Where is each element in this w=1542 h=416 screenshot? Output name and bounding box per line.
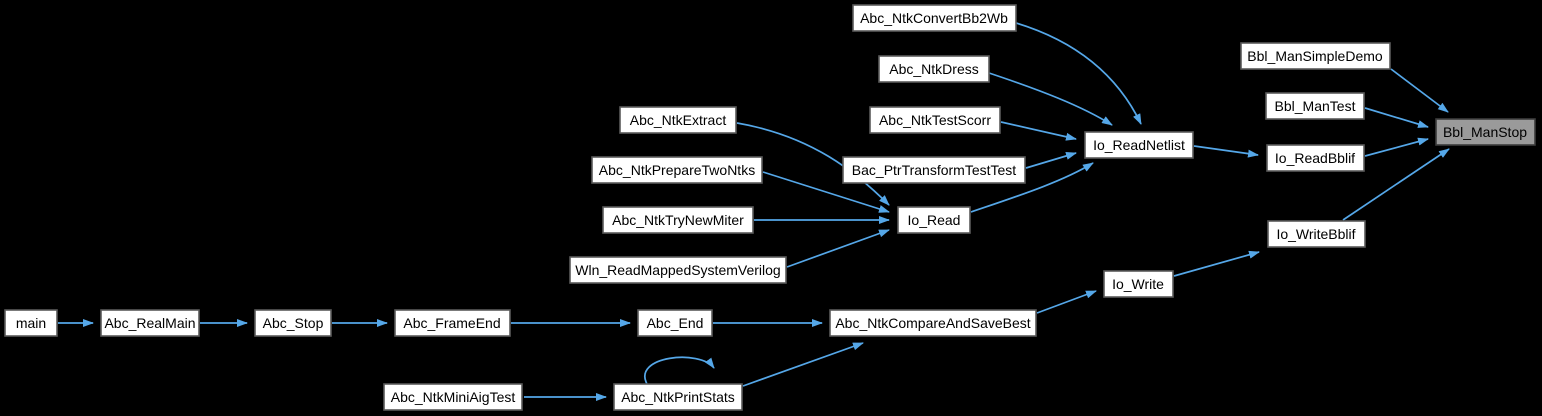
svg-text:Abc_FrameEnd: Abc_FrameEnd — [403, 315, 500, 331]
edge-wln-readmappedsystemverilog-to-io-read — [786, 229, 890, 268]
svg-text:Abc_NtkCompareAndSaveBest: Abc_NtkCompareAndSaveBest — [835, 315, 1030, 331]
edge-io-write-to-io-writebblif — [1173, 250, 1260, 277]
edge-io-readnetlist-to-io-readbblif — [1193, 145, 1259, 158]
edge-abc-ntkdress-to-io-readnetlist — [988, 72, 1113, 126]
svg-text:Io_Read: Io_Read — [908, 212, 961, 228]
svg-text:Io_WriteBblif: Io_WriteBblif — [1276, 226, 1355, 242]
edge-io-writebblif-to-bbl-manstop — [1342, 148, 1450, 221]
svg-text:main: main — [16, 315, 46, 331]
edges — [58, 22, 1450, 401]
edge-abc-ntkprintstats-to-abc-ntkcompareandsavebest — [742, 342, 864, 387]
svg-text:Abc_NtkConvertBb2Wb: Abc_NtkConvertBb2Wb — [860, 10, 1008, 26]
svg-text:Abc_NtkTestScorr: Abc_NtkTestScorr — [879, 112, 991, 128]
node-bbl-mantest[interactable]: Bbl_ManTest — [1265, 92, 1365, 120]
node-io-readnetlist[interactable]: Io_ReadNetlist — [1084, 131, 1194, 159]
svg-text:Abc_NtkExtract: Abc_NtkExtract — [630, 112, 727, 128]
node-io-read[interactable]: Io_Read — [897, 206, 971, 234]
svg-text:Bbl_ManTest: Bbl_ManTest — [1275, 98, 1356, 114]
edge-bbl-mantest-to-bbl-manstop — [1364, 107, 1429, 128]
node-io-readbblif[interactable]: Io_ReadBblif — [1266, 144, 1365, 172]
svg-text:Io_ReadBblif: Io_ReadBblif — [1275, 150, 1355, 166]
svg-text:Abc_NtkTryNewMiter: Abc_NtkTryNewMiter — [612, 212, 744, 228]
node-abc-ntkconvertbb2wb[interactable]: Abc_NtkConvertBb2Wb — [852, 4, 1017, 32]
edge-io-readbblif-to-bbl-manstop — [1364, 137, 1429, 157]
svg-text:Abc_NtkMiniAigTest: Abc_NtkMiniAigTest — [391, 389, 516, 405]
svg-text:Abc_NtkDress: Abc_NtkDress — [889, 61, 978, 77]
svg-text:Abc_End: Abc_End — [647, 315, 704, 331]
svg-text:Io_ReadNetlist: Io_ReadNetlist — [1093, 137, 1185, 153]
node-bbl-manstop[interactable]: Bbl_ManStop — [1435, 118, 1536, 146]
node-abc-stop[interactable]: Abc_Stop — [254, 309, 332, 337]
svg-text:Bbl_ManSimpleDemo: Bbl_ManSimpleDemo — [1247, 48, 1383, 64]
node-abc-ntkminiaigtest[interactable]: Abc_NtkMiniAigTest — [383, 383, 523, 411]
nodes: main Abc_RealMain Abc_Stop Abc_FrameEnd … — [4, 4, 1536, 411]
node-abc-ntktestscorr[interactable]: Abc_NtkTestScorr — [869, 106, 1001, 134]
svg-text:Abc_NtkPrintStats: Abc_NtkPrintStats — [621, 389, 735, 405]
edge-io-read-to-io-readnetlist — [970, 162, 1094, 213]
svg-text:Io_Write: Io_Write — [1112, 276, 1164, 292]
node-bbl-mansimpledemo[interactable]: Bbl_ManSimpleDemo — [1240, 42, 1391, 70]
node-abc-end[interactable]: Abc_End — [637, 309, 713, 337]
edge-abc-ntkcompareandsavebest-to-io-write — [1036, 290, 1097, 314]
node-io-write[interactable]: Io_Write — [1103, 270, 1174, 298]
node-abc-ntkprintstats[interactable]: Abc_NtkPrintStats — [613, 383, 743, 411]
edge-abc-ntkprintstats-self-loop — [644, 356, 715, 385]
node-abc-frameend[interactable]: Abc_FrameEnd — [394, 309, 511, 337]
edge-abc-ntkconvertbb2wb-to-io-readnetlist — [1015, 22, 1142, 125]
edge-bbl-mansimpledemo-to-bbl-manstop — [1390, 68, 1449, 113]
node-main[interactable]: main — [4, 309, 58, 337]
node-abc-ntkpreparetwontks[interactable]: Abc_NtkPrepareTwoNtks — [591, 156, 763, 184]
node-abc-realmain[interactable]: Abc_RealMain — [100, 309, 200, 337]
node-abc-ntkdress[interactable]: Abc_NtkDress — [878, 55, 990, 83]
edge-abc-ntkpreparetwontks-to-io-read — [762, 171, 890, 213]
node-bac-ptrtransformtesttest[interactable]: Bac_PtrTransformTestTest — [842, 156, 1026, 184]
edge-abc-ntkextract-to-io-read — [736, 122, 890, 206]
node-abc-ntktrynewmiter[interactable]: Abc_NtkTryNewMiter — [602, 206, 754, 234]
svg-text:Abc_RealMain: Abc_RealMain — [104, 315, 195, 331]
edge-abc-ntktestscorr-to-io-readnetlist — [1000, 121, 1077, 141]
edge-bac-ptrtransformtesttest-to-io-readnetlist — [1025, 152, 1077, 169]
node-wln-readmappedsystemverilog[interactable]: Wln_ReadMappedSystemVerilog — [569, 256, 787, 284]
svg-text:Abc_NtkPrepareTwoNtks: Abc_NtkPrepareTwoNtks — [599, 162, 755, 178]
node-abc-ntkextract[interactable]: Abc_NtkExtract — [619, 106, 737, 134]
node-abc-ntkcompareandsavebest[interactable]: Abc_NtkCompareAndSaveBest — [829, 309, 1037, 337]
svg-text:Abc_Stop: Abc_Stop — [263, 315, 324, 331]
svg-text:Bbl_ManStop: Bbl_ManStop — [1443, 124, 1527, 140]
svg-text:Bac_PtrTransformTestTest: Bac_PtrTransformTestTest — [852, 162, 1017, 178]
node-io-writebblif[interactable]: Io_WriteBblif — [1267, 220, 1366, 248]
svg-text:Wln_ReadMappedSystemVerilog: Wln_ReadMappedSystemVerilog — [575, 262, 780, 278]
